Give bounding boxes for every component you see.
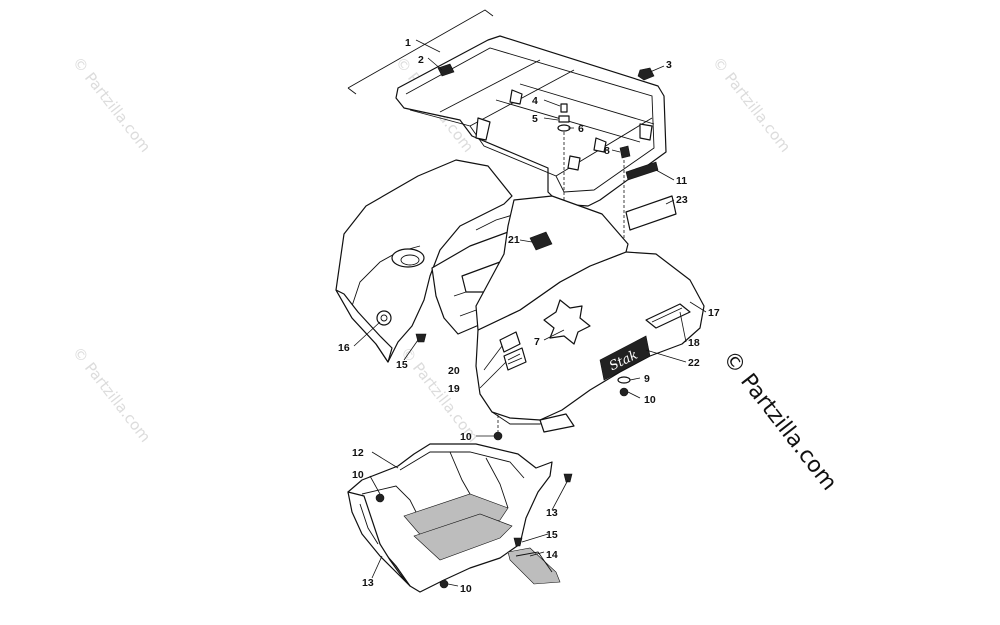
part-13-screw-right	[563, 473, 573, 483]
callout-4: 4	[532, 95, 538, 107]
callout-10-left: 10	[352, 469, 364, 481]
part-19-decal	[503, 347, 527, 371]
watermark-large: © Partzilla.com	[717, 346, 841, 495]
rear-body-panel: Stak	[335, 159, 705, 433]
callout-17: 17	[708, 307, 720, 319]
callout-19: 19	[448, 383, 460, 395]
callout-5: 5	[532, 113, 538, 125]
callout-18: 18	[688, 337, 700, 349]
part-14-footrest	[507, 547, 561, 585]
callout-2: 2	[418, 54, 424, 66]
callout-10-center: 10	[460, 431, 472, 443]
part-20-decal	[499, 331, 521, 353]
callout-8: 8	[604, 145, 610, 157]
part-4-bolt	[560, 103, 568, 113]
part-21-label	[529, 231, 553, 251]
callout-12: 12	[352, 447, 364, 459]
part-10-nut-left	[375, 493, 385, 503]
callout-10-bottom: 10	[460, 583, 472, 595]
callout-1: 1	[405, 37, 411, 49]
callout-22: 22	[688, 357, 700, 369]
part-5-spacer	[558, 115, 570, 123]
assembly-bracket-1-end	[347, 87, 357, 95]
callout-16: 16	[338, 342, 350, 354]
watermark-top-right: © Partzilla.com	[709, 53, 794, 155]
callout-23: 23	[676, 194, 688, 206]
part-11-rack-decal	[625, 161, 659, 181]
callout-13-right: 13	[546, 507, 558, 519]
leader-lines	[353, 39, 707, 587]
part-7-cover	[543, 299, 591, 345]
part-15-screw-lower	[513, 537, 523, 547]
part-3-nut	[637, 67, 655, 81]
part-10-nut-right	[619, 387, 629, 397]
part-22-decal	[599, 335, 651, 381]
callout-13-left: 13	[362, 577, 374, 589]
part-10-nut-bottom	[439, 579, 449, 589]
part-9-washer	[617, 376, 631, 384]
callout-3: 3	[666, 59, 672, 71]
callout-20: 20	[448, 365, 460, 377]
callout-7: 7	[534, 336, 540, 348]
part-8-fastener	[619, 145, 631, 159]
callout-15-upper: 15	[396, 359, 408, 371]
callout-11: 11	[676, 175, 687, 187]
callout-15-lower: 15	[546, 529, 558, 541]
watermark-top-left: © Partzilla.com	[69, 53, 154, 155]
part-10-nut-center	[493, 431, 503, 441]
watermark-mid-left: © Partzilla.com	[69, 343, 154, 445]
rear-rack	[395, 35, 667, 207]
callout-10-right: 10	[644, 394, 656, 406]
part-15-screw-upper	[415, 333, 427, 343]
callouts: 1 2 3 4 5 6 8 11 23 21 17 7 18 22 9 10 1…	[338, 37, 720, 595]
footwell	[347, 443, 553, 593]
assembly-bracket-1	[347, 9, 494, 89]
callout-9: 9	[644, 373, 650, 385]
callout-14: 14	[546, 549, 558, 561]
callout-21: 21	[508, 234, 520, 246]
part-18-emblem	[645, 303, 691, 329]
part-23-decal	[625, 195, 677, 231]
callout-6: 6	[578, 123, 584, 135]
part-16-grommet	[376, 310, 392, 326]
